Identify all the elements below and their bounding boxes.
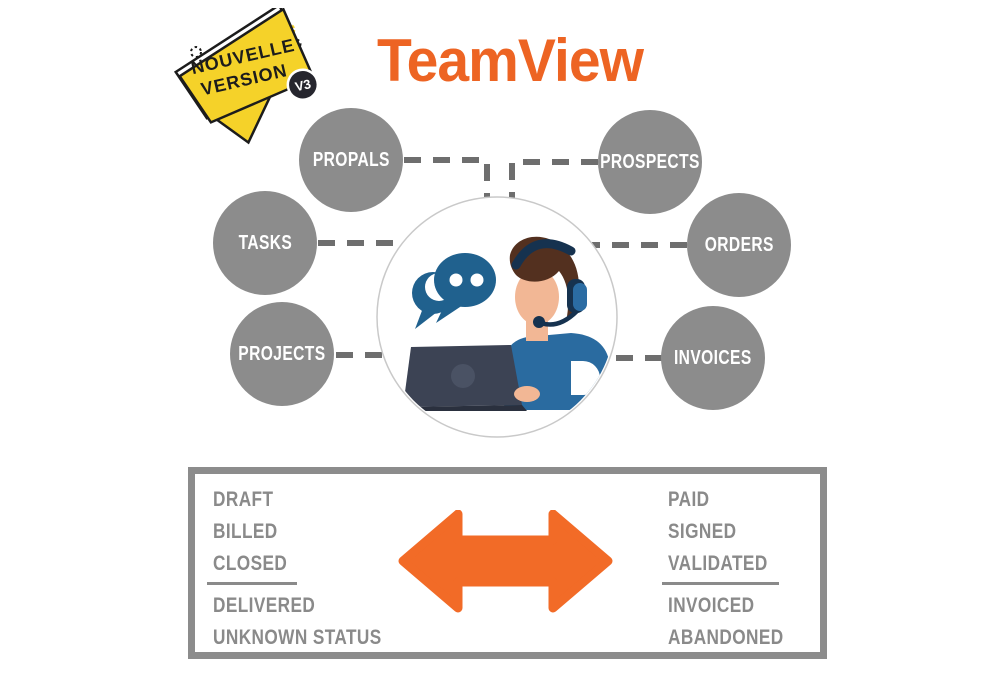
chat-bubbles-icon bbox=[412, 253, 496, 329]
status-item: ABANDONED bbox=[668, 626, 784, 649]
node-invoices: INVOICES bbox=[661, 306, 765, 410]
node-label: PROPALS bbox=[312, 148, 390, 171]
page-title: TeamView bbox=[377, 27, 644, 94]
node-label: ORDERS bbox=[704, 233, 774, 256]
node-orders: ORDERS bbox=[687, 193, 791, 297]
divider bbox=[207, 582, 297, 585]
status-list-right: PAID SIGNED VALIDATED INVOICED ABANDONED bbox=[662, 484, 809, 654]
support-agent-illustration bbox=[376, 196, 618, 438]
node-label: INVOICES bbox=[674, 346, 752, 369]
status-item: BILLED bbox=[213, 520, 278, 543]
node-projects: PROJECTS bbox=[230, 302, 334, 406]
badge-banner: NOUVELLE VERSION V3 bbox=[173, 8, 320, 145]
status-item: INVOICED bbox=[668, 594, 755, 617]
node-prospects: PROSPECTS bbox=[598, 110, 702, 214]
status-item: PAID bbox=[668, 488, 710, 511]
version-circle bbox=[286, 68, 320, 101]
version-label: V3 bbox=[293, 76, 312, 94]
sparkle-burst-icon bbox=[190, 46, 202, 58]
node-label: TASKS bbox=[238, 231, 292, 254]
status-item: SIGNED bbox=[668, 520, 737, 543]
laptop-icon bbox=[399, 345, 540, 411]
status-item: UNKNOWN STATUS bbox=[213, 626, 382, 649]
double-headed-arrow-icon bbox=[398, 510, 613, 613]
status-item: DRAFT bbox=[213, 488, 274, 511]
status-item: VALIDATED bbox=[668, 552, 768, 575]
status-mapping-panel: DRAFT BILLED CLOSED DELIVERED UNKNOWN ST… bbox=[188, 467, 827, 659]
node-tasks: TASKS bbox=[213, 191, 317, 295]
new-version-badge: NOUVELLE VERSION V3 bbox=[173, 8, 320, 145]
status-item: CLOSED bbox=[213, 552, 288, 575]
headset-band bbox=[511, 239, 576, 270]
node-propals: PROPALS bbox=[299, 108, 403, 212]
status-item: DELIVERED bbox=[213, 594, 316, 617]
node-label: PROSPECTS bbox=[600, 150, 700, 173]
node-label: PROJECTS bbox=[238, 342, 326, 365]
connector-lines bbox=[318, 157, 687, 361]
status-list-left: DRAFT BILLED CLOSED DELIVERED UNKNOWN ST… bbox=[207, 484, 419, 654]
divider bbox=[662, 582, 779, 585]
